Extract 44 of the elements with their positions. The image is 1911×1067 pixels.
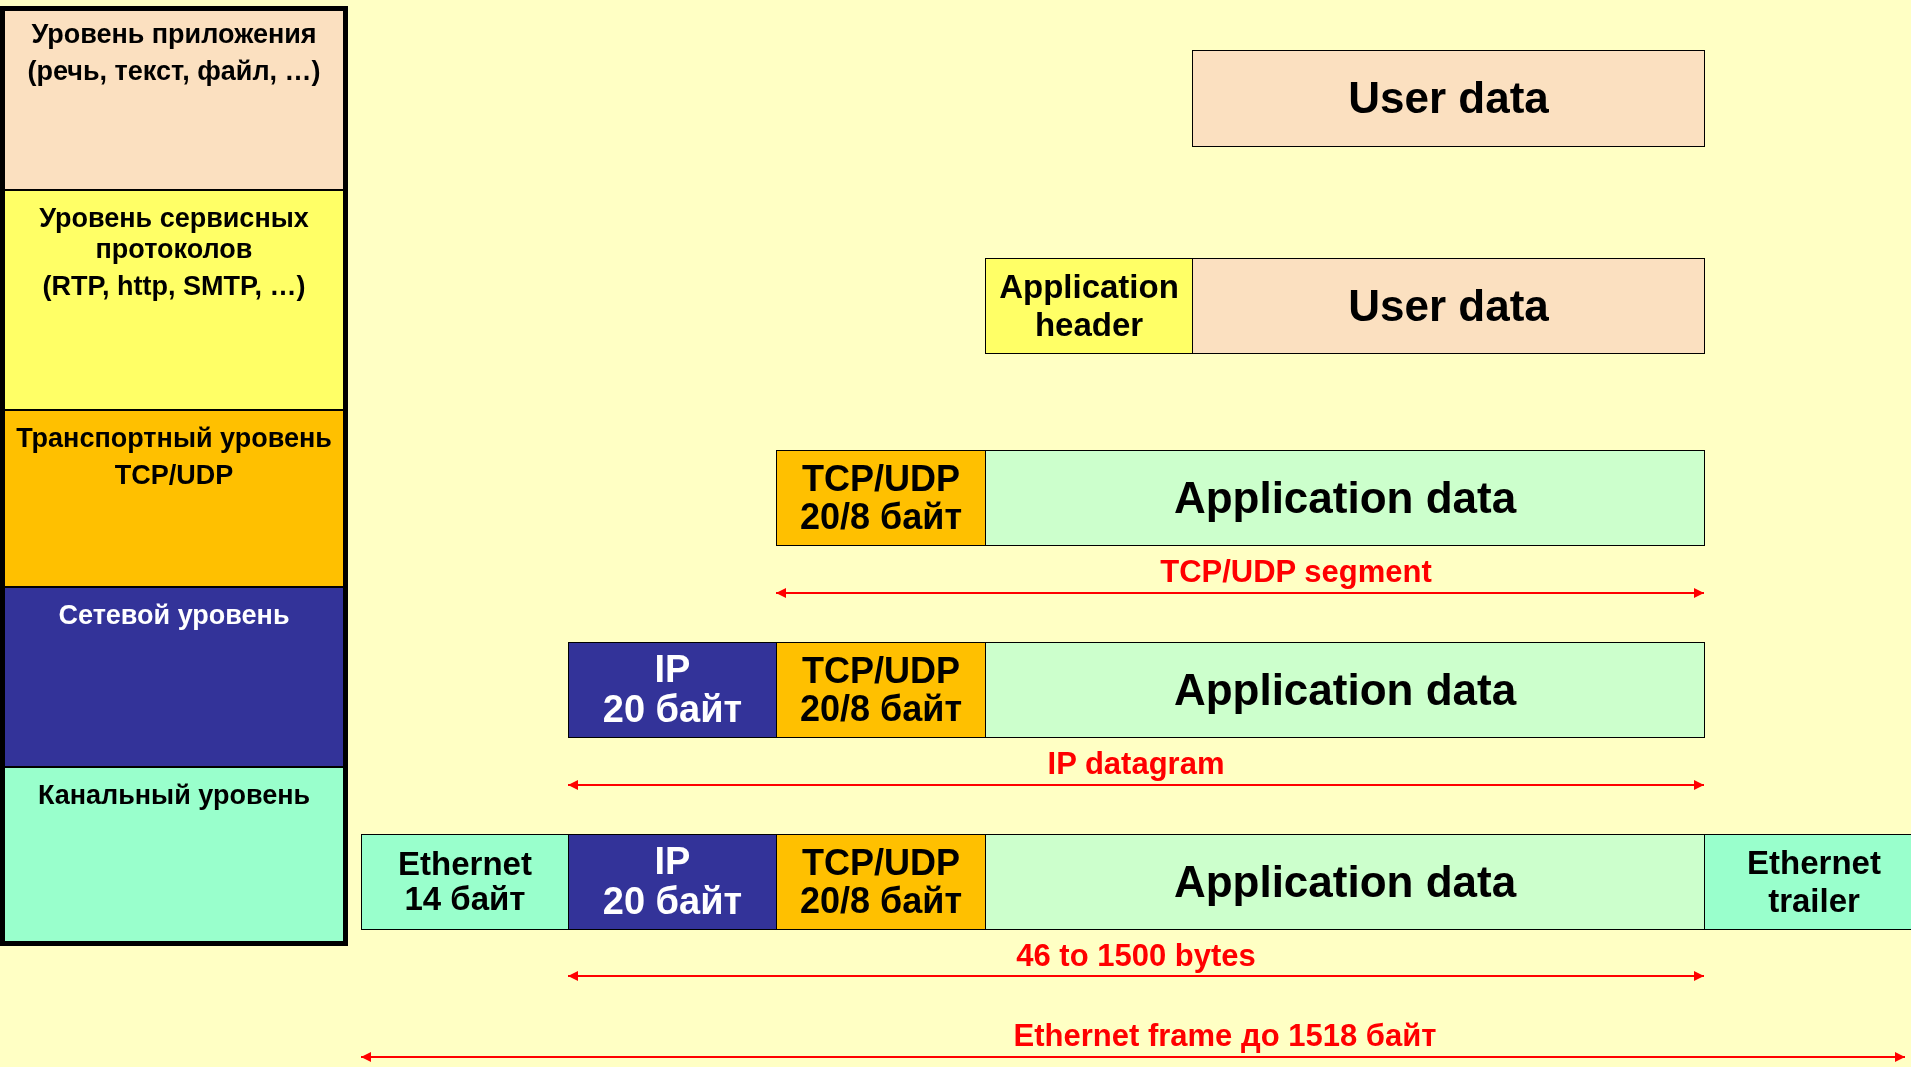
field-size: 20 байт	[602, 690, 743, 730]
packet-field	[985, 834, 1705, 930]
field-size: 20/8 байт	[799, 498, 963, 536]
field-label: TCP/UDP	[802, 460, 960, 498]
packet-field	[985, 258, 1193, 354]
field-label: Application data	[1173, 856, 1517, 908]
layer-title: Уровень сервисных протоколов	[38, 203, 310, 266]
field-size: 20/8 байт	[799, 690, 963, 728]
field-label: IP	[654, 842, 691, 882]
field-size: 14 байт	[404, 882, 526, 917]
layer-examples: TCP/UDP	[114, 460, 234, 492]
field-label: Application header	[998, 268, 1180, 344]
layer-title: Уровень приложения	[31, 19, 317, 51]
packet-field	[776, 642, 986, 738]
layer-examples: (RTP, http, SMTP, …)	[42, 271, 306, 303]
field-label: Application data	[1173, 472, 1517, 524]
dimension-label: TCP/UDP segment	[1160, 554, 1432, 590]
layer-title: Транспортный уровень	[16, 423, 332, 455]
packet-field	[568, 834, 777, 930]
packet-field	[361, 834, 569, 930]
layer-examples: (речь, текст, файл, …)	[27, 56, 321, 88]
field-label: Ethernet	[398, 847, 532, 882]
field-label: User data	[1348, 73, 1549, 124]
packet-field	[1704, 834, 1911, 930]
layer-title: Канальный уровень	[37, 780, 311, 812]
field-label: IP	[654, 650, 691, 690]
field-label: User data	[1348, 280, 1549, 332]
field-size: 20/8 байт	[799, 882, 963, 920]
packet-field	[1192, 50, 1705, 147]
packet-field	[568, 642, 777, 738]
packet-field	[776, 834, 986, 930]
field-label: TCP/UDP	[802, 844, 960, 882]
layer-title: Сетевой уровень	[58, 600, 290, 632]
field-size: 20 байт	[602, 882, 743, 922]
packet-field	[985, 450, 1705, 546]
field-label: TCP/UDP	[802, 652, 960, 690]
field-label: Application data	[1173, 664, 1517, 716]
field-label: Ethernet trailer	[1746, 844, 1882, 920]
dimension-label: Ethernet frame до 1518 байт	[1013, 1018, 1437, 1054]
dimension-label: 46 to 1500 bytes	[1016, 938, 1256, 974]
dimension-label: IP datagram	[1047, 746, 1225, 782]
packet-field	[985, 642, 1705, 738]
packet-field	[776, 450, 986, 546]
packet-field	[1192, 258, 1705, 354]
